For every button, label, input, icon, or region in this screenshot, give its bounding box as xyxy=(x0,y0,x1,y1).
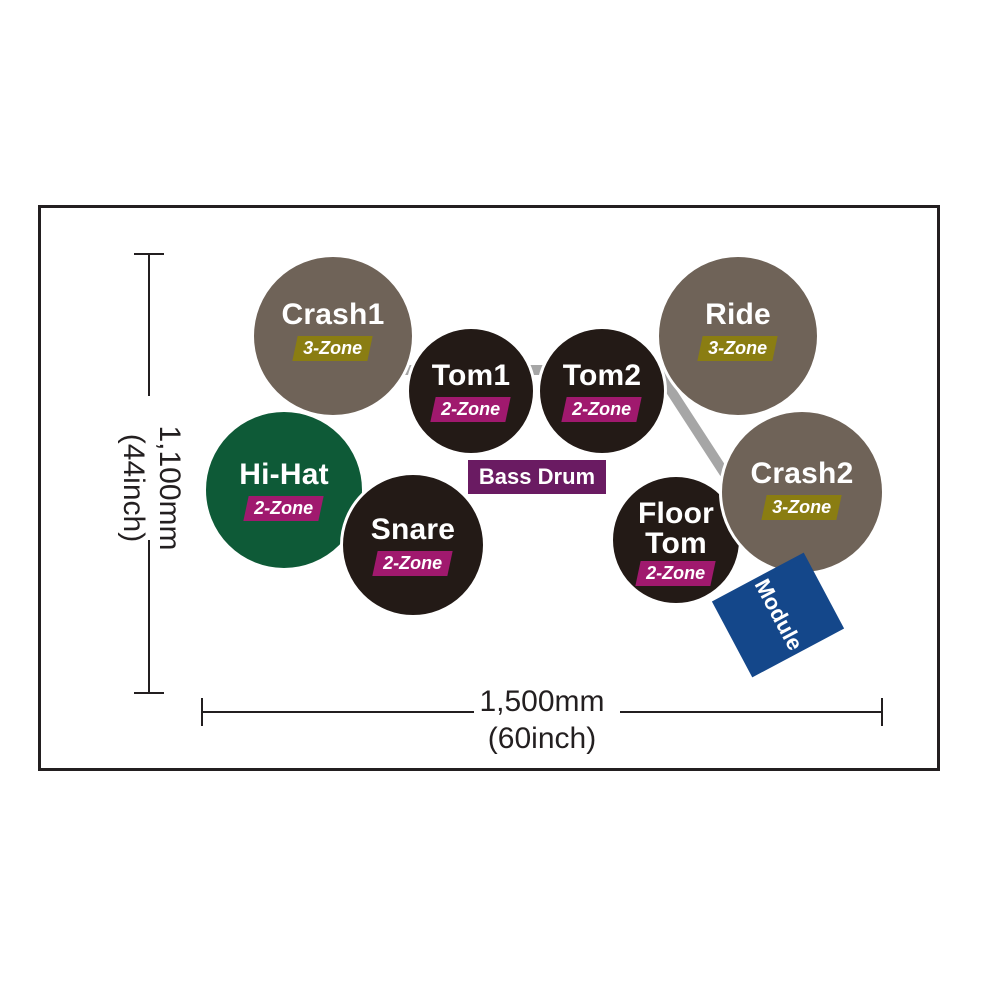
crash1-label: Crash1 xyxy=(281,297,385,331)
height-dimension-line-top xyxy=(148,254,150,396)
width-dimension-cap-left xyxy=(201,698,203,726)
width-inch-text: (60inch) xyxy=(487,722,597,755)
bass-drum[interactable]: Bass Drum xyxy=(468,460,606,494)
snare-label: Snare xyxy=(370,512,456,546)
crash2-label: Crash2 xyxy=(750,456,854,490)
crash1-zone-badge: 3-Zone xyxy=(292,335,374,361)
tom1-pad[interactable]: Tom1 2-Zone xyxy=(406,326,536,456)
crash1-pad[interactable]: Crash1 3-Zone xyxy=(251,254,415,418)
tom1-zone-badge: 2-Zone xyxy=(430,396,512,422)
ride-pad[interactable]: Ride 3-Zone xyxy=(656,254,820,418)
module-label: Module xyxy=(749,574,808,655)
width-mm-text: 1,500mm xyxy=(479,685,605,718)
snare-zone-badge: 2-Zone xyxy=(372,550,454,576)
tom1-label: Tom1 xyxy=(431,358,511,392)
width-dimension-line-left xyxy=(202,711,474,713)
hihat-pad[interactable]: Hi-Hat 2-Zone xyxy=(203,409,365,571)
floortom-pad[interactable]: Floor Tom 2-Zone xyxy=(610,474,742,606)
ride-label: Ride xyxy=(705,297,771,331)
crash2-zone-badge: 3-Zone xyxy=(761,494,843,520)
rack-rail-top xyxy=(405,365,670,375)
width-dimension-cap-right xyxy=(881,698,883,726)
height-inch-text: (44inch) xyxy=(117,433,150,543)
tom2-label: Tom2 xyxy=(562,358,642,392)
height-dimension-cap-top xyxy=(134,253,164,255)
hihat-zone-badge: 2-Zone xyxy=(243,495,325,521)
floortom-label-line1: Floor xyxy=(638,496,714,530)
crash2-pad[interactable]: Crash2 3-Zone xyxy=(719,409,885,575)
tom2-pad[interactable]: Tom2 2-Zone xyxy=(537,326,667,456)
width-dimension-line-right xyxy=(620,711,882,713)
ride-zone-badge: 3-Zone xyxy=(697,335,779,361)
height-dimension-label: 1,100mm (44inch) xyxy=(110,398,186,578)
floortom-label-line2: Tom xyxy=(645,526,707,560)
height-dimension-line-bottom xyxy=(148,540,150,694)
height-dimension-cap-bottom xyxy=(134,692,164,694)
snare-pad[interactable]: Snare 2-Zone xyxy=(340,472,486,618)
tom2-zone-badge: 2-Zone xyxy=(561,396,643,422)
hihat-label: Hi-Hat xyxy=(239,457,329,491)
bass-drum-label: Bass Drum xyxy=(478,464,596,489)
floortom-zone-badge: 2-Zone xyxy=(635,560,717,586)
height-mm-text: 1,100mm xyxy=(153,425,186,551)
